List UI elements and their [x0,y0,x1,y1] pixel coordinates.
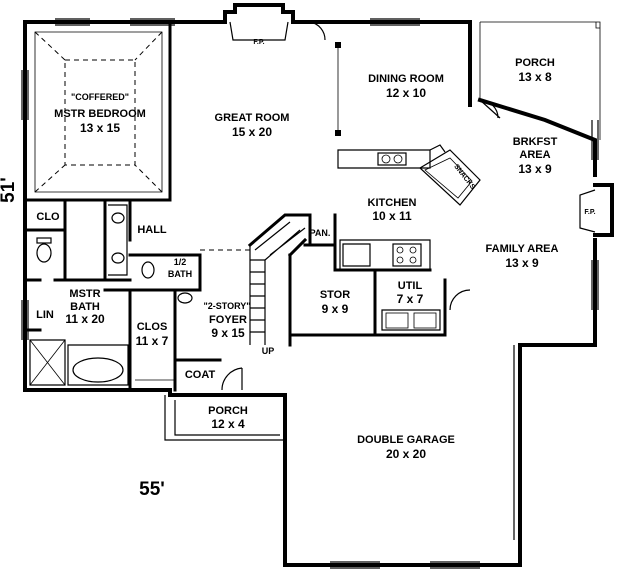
stor-util: STOR 9 x 9 UTIL 7 x 7 [288,268,471,337]
half-bath-line2: BATH [168,269,192,279]
depth-dimension: 51' [0,177,19,203]
stor-size: 9 x 9 [322,302,349,316]
mstr-bath-size: 11 x 20 [65,312,105,326]
exterior-walls [21,18,601,569]
hall-area: HALL 1/2 BATH CLOS 11 x 7 [128,224,250,392]
width-dimension: 55' [139,479,165,500]
double-garage: DOUBLE GARAGE 20 x 20 [357,434,455,461]
up-label: UP [262,346,275,356]
brkfst-name: BRKFST [513,136,558,148]
dining-room-size: 12 x 10 [386,86,426,100]
porch-rear-size: 13 x 8 [518,70,552,84]
stairs-foyer: UP "2-STORY" FOYER 9 x 15 COAT [173,213,312,391]
util-size: 7 x 7 [397,292,424,306]
clos-name: CLOS [137,321,168,333]
brkfst-size: 13 x 9 [518,162,552,176]
snacks-label: SNACKS [452,163,476,191]
foyer-size: 9 x 15 [211,326,245,340]
front-porch: PORCH 12 x 4 [164,395,285,441]
dining-room-name: DINING ROOM [368,73,444,85]
util-name: UTIL [398,280,423,292]
clos-size: 11 x 7 [136,334,169,348]
rear-porch: PORCH 13 x 8 [515,57,555,84]
fireplace-right-label: F.P. [584,209,595,216]
foyer-note: "2-STORY" [203,301,250,311]
kitchen-size: 10 x 11 [372,209,412,223]
hall-label: HALL [137,224,167,236]
fireplace-top: F.P. [223,3,295,46]
garage-name: DOUBLE GARAGE [357,434,455,446]
great-room-size: 15 x 20 [232,125,272,139]
kitchen: SNACKS KITCHEN 10 x 11 PAN. [303,144,481,272]
family-area-size: 13 x 9 [505,256,539,270]
coat-label: COAT [185,369,216,381]
master-bath-area: CLO MSTR BATH 11 x 20 LIN [23,198,132,392]
great-room-name: GREAT ROOM [215,112,290,124]
mstr-bath-name2: BATH [70,301,100,313]
family-area-name: FAMILY AREA [486,243,559,255]
lin-label: LIN [36,309,54,321]
mstr-bath-name: MSTR [69,288,100,300]
fireplace-top-label: F.P. [253,39,264,46]
dining-room: DINING ROOM 12 x 10 [309,21,444,100]
garage-size: 20 x 20 [386,447,426,461]
pantry-label: PAN. [310,228,331,238]
breakfast-family: BRKFST AREA 13 x 9 FAMILY AREA 13 x 9 [479,99,559,270]
mstr-bedroom-size: 13 x 15 [80,121,120,135]
master-bedroom: "COFFERED" MSTR BEDROOM 13 x 15 [23,20,172,202]
fireplace-right: F.P. [579,183,614,237]
porch-front-name: PORCH [208,405,248,417]
foyer-name: FOYER [209,314,247,326]
porch-front-size: 12 x 4 [211,417,245,431]
mstr-bedroom-name: MSTR BEDROOM [54,108,146,120]
porch-rear-name: PORCH [515,57,555,69]
kitchen-name: KITCHEN [368,197,417,209]
clo-label: CLO [36,211,60,223]
brkfst-name2: AREA [519,149,550,161]
coffered-label: "COFFERED" [71,92,129,102]
great-room: GREAT ROOM 15 x 20 [215,42,341,139]
stor-name: STOR [320,289,350,301]
half-bath-line1: 1/2 [174,257,187,267]
